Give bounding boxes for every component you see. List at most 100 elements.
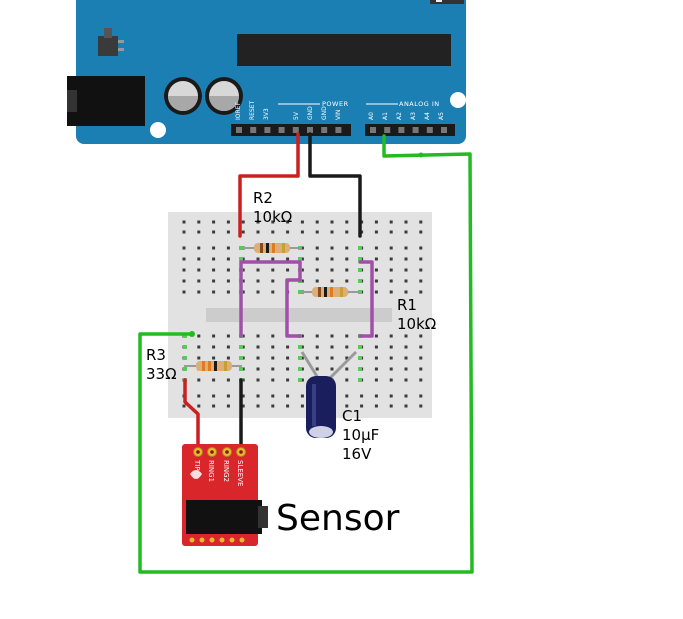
- breadboard-hole: [419, 279, 423, 283]
- pin-label-3v3: 3V3: [263, 108, 270, 120]
- breadboard-hole: [286, 404, 290, 408]
- breadboard-hole: [256, 257, 260, 261]
- breadboard-hole: [300, 230, 304, 234]
- breadboard-hole: [241, 378, 245, 382]
- power-pin-labels: IOREF RESET 3V3 5V GND GND VIN: [235, 100, 342, 120]
- breadboard-hole: [241, 345, 245, 349]
- breadboard-hole: [345, 279, 349, 283]
- connected-hole: [298, 356, 302, 360]
- pin-label-reset: RESET: [249, 100, 256, 120]
- breadboard-hole: [212, 334, 216, 338]
- breadboard-hole: [286, 356, 290, 360]
- c1-name-label: C1: [342, 407, 362, 425]
- breadboard-hole: [182, 220, 186, 224]
- breadboard-hole: [271, 279, 275, 283]
- breadboard-hole: [330, 345, 334, 349]
- breadboard-hole: [389, 378, 393, 382]
- breadboard-hole: [345, 220, 349, 224]
- breadboard-hole: [419, 404, 423, 408]
- pin-label-a3: A3: [410, 112, 417, 120]
- c1-voltage-label: 16V: [342, 445, 372, 463]
- breadboard-hole: [271, 230, 275, 234]
- connected-hole: [298, 345, 302, 349]
- breadboard-hole: [182, 230, 186, 234]
- pin-label-a4: A4: [424, 112, 431, 120]
- board-capacitor: [205, 77, 243, 115]
- breadboard-hole: [345, 404, 349, 408]
- header-hole: [250, 127, 257, 133]
- connected-hole: [358, 378, 362, 382]
- connected-hole: [239, 356, 243, 360]
- breadboard-hole: [226, 290, 230, 294]
- breadboard-hole: [374, 220, 378, 224]
- breadboard-hole: [256, 220, 260, 224]
- breadboard-hole: [404, 246, 408, 250]
- breadboard-hole: [389, 246, 393, 250]
- breadboard-hole: [330, 268, 334, 272]
- breadboard-hole: [345, 367, 349, 371]
- breadboard-hole: [330, 334, 334, 338]
- breadboard-hole: [300, 367, 304, 371]
- breadboard-hole: [389, 257, 393, 261]
- dc-barrel-jack: [67, 76, 145, 126]
- connected-hole: [183, 356, 187, 360]
- breadboard-hole: [389, 345, 393, 349]
- breadboard-hole: [330, 220, 334, 224]
- header-hole: [236, 127, 242, 133]
- breadboard-hole: [345, 356, 349, 360]
- breadboard-hole: [404, 230, 408, 234]
- breadboard-hole: [315, 334, 319, 338]
- breadboard-hole: [315, 356, 319, 360]
- header-hole: [384, 127, 391, 133]
- breadboard-hole: [271, 394, 275, 398]
- breadboard-hole: [300, 246, 304, 250]
- breadboard-hole: [212, 257, 216, 261]
- breadboard-hole: [345, 345, 349, 349]
- connected-hole: [358, 257, 362, 261]
- breadboard-hole: [256, 345, 260, 349]
- pin-label-a1: A1: [382, 112, 389, 120]
- breadboard-hole: [226, 220, 230, 224]
- breadboard-hole: [271, 290, 275, 294]
- breadboard-hole: [241, 367, 245, 371]
- breadboard-hole: [345, 257, 349, 261]
- breadboard-hole: [212, 356, 216, 360]
- breadboard-hole: [300, 378, 304, 382]
- breadboard-hole: [374, 404, 378, 408]
- breadboard-hole: [197, 378, 201, 382]
- breadboard-hole: [374, 279, 378, 283]
- pin-label-a0: A0: [368, 112, 375, 120]
- connected-hole: [183, 367, 187, 371]
- breadboard-hole: [241, 334, 245, 338]
- breadboard-hole: [389, 334, 393, 338]
- breadboard-hole: [300, 220, 304, 224]
- wires: [138, 132, 474, 574]
- breadboard-hole: [419, 246, 423, 250]
- breadboard-hole: [197, 356, 201, 360]
- breadboard-hole: [419, 220, 423, 224]
- breadboard-hole: [241, 268, 245, 272]
- breadboard-hole: [226, 404, 230, 408]
- breadboard-hole: [419, 394, 423, 398]
- header-hole: [264, 127, 271, 133]
- breadboard-hole: [182, 268, 186, 272]
- breadboard-hole: [404, 279, 408, 283]
- breadboard-hole: [256, 378, 260, 382]
- r3-value-label: 33Ω: [146, 365, 177, 383]
- breadboard-hole: [330, 246, 334, 250]
- breadboard-hole: [256, 404, 260, 408]
- breadboard-hole: [389, 220, 393, 224]
- breadboard-hole: [286, 345, 290, 349]
- r2-name-label: R2: [253, 189, 273, 207]
- connected-hole: [239, 246, 243, 250]
- breadboard-hole: [212, 279, 216, 283]
- r1-value-label: 10kΩ: [397, 315, 436, 333]
- breadboard-hole: [300, 334, 304, 338]
- board-capacitor: [164, 77, 202, 115]
- breadboard-hole: [271, 356, 275, 360]
- breadboard-hole: [374, 378, 378, 382]
- wire-purple-right: [358, 260, 374, 338]
- breadboard-hole: [226, 345, 230, 349]
- breadboard-hole: [374, 345, 378, 349]
- breadboard-holes: [182, 220, 423, 408]
